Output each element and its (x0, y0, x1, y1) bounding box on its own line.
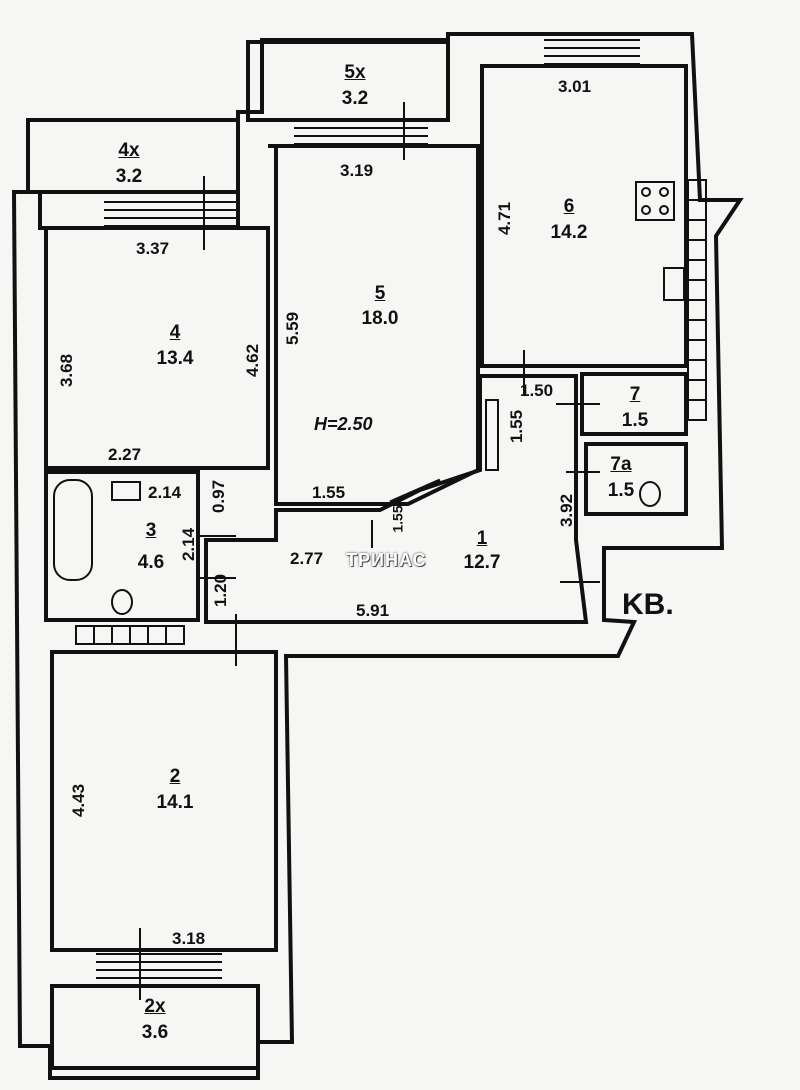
balcony-5x-number: 5x (344, 62, 366, 83)
dim-2-14-vert: 2.14 (179, 527, 199, 562)
partition (485, 399, 499, 471)
balcony-5x-area: 3.2 (341, 88, 369, 109)
dim-2-14-horiz: 2.14 (148, 483, 182, 502)
dim-3-18: 3.18 (172, 929, 206, 948)
toilet-icon (111, 589, 133, 615)
dim-3-01: 3.01 (558, 77, 592, 96)
balcony-4x-area: 3.2 (115, 166, 143, 187)
balcony-4x-outline (26, 118, 240, 194)
dim-2-77: 2.77 (290, 549, 324, 568)
dim-3-68: 3.68 (57, 353, 77, 388)
sink-icon (663, 267, 685, 301)
apartment-label: KB. (622, 588, 674, 621)
room-7-number: 7 (629, 384, 641, 405)
dim-1-55-room5: 1.55 (312, 483, 346, 502)
room-4-outline (44, 226, 270, 470)
room-2-area: 14.1 (156, 792, 194, 813)
dim-1-50: 1.50 (520, 381, 554, 400)
window-room-6 (544, 39, 640, 65)
watermark: ТРИНАС (346, 550, 427, 570)
dim-0-97: 0.97 (209, 479, 229, 514)
dim-1-55-door: 1.55 (389, 505, 406, 533)
window-room-2 (96, 953, 222, 979)
room-5-number: 5 (374, 283, 386, 304)
window-room-4 (104, 201, 236, 227)
balcony-2x-area: 3.6 (141, 1022, 169, 1043)
balcony-4x-number: 4x (118, 140, 140, 161)
room-5-outline (268, 144, 480, 506)
dim-2-27: 2.27 (108, 445, 142, 464)
bathtub-icon (53, 479, 93, 581)
room-5-area: 18.0 (361, 308, 399, 329)
dim-1-20: 1.20 (211, 573, 231, 608)
room-7-area: 1.5 (621, 410, 649, 431)
dim-5-59: 5.59 (283, 311, 303, 346)
dim-5-91: 5.91 (356, 601, 390, 620)
dim-4-71: 4.71 (495, 201, 515, 236)
balcony-2x-outline (50, 984, 260, 1070)
dim-3-37: 3.37 (136, 239, 170, 258)
room-4-number: 4 (169, 322, 181, 343)
stove-icon (635, 181, 675, 221)
bath-sink-icon (111, 481, 141, 501)
dim-4-62: 4.62 (243, 343, 263, 378)
window-room-5 (294, 119, 428, 145)
room-2-outline (50, 650, 278, 952)
room-4-area: 13.4 (156, 348, 194, 369)
dim-3-92: 3.92 (557, 493, 577, 528)
room-1-outline (204, 374, 589, 624)
room-7a-outline (584, 442, 688, 516)
dim-3-19: 3.19 (340, 161, 374, 180)
toilet-7a-icon (639, 481, 661, 507)
dim-1-55-vert: 1.55 (507, 409, 527, 444)
ceiling-height: H=2.50 (314, 414, 373, 434)
room-6-outline (480, 64, 688, 368)
room-1-number: 1 (476, 528, 488, 549)
room-3-outline (44, 470, 200, 622)
room-7a-area: 1.5 (607, 480, 635, 501)
room-6-number: 6 (563, 196, 575, 217)
outer-wall (11, 32, 744, 1080)
room-6-area: 14.2 (550, 222, 588, 243)
room-7a-number: 7a (610, 454, 632, 475)
balcony-2x-number: 2x (144, 996, 166, 1017)
room-3-number: 3 (145, 520, 157, 541)
room-3-area: 4.6 (137, 552, 165, 573)
room-2-number: 2 (169, 766, 181, 787)
dim-4-43: 4.43 (69, 783, 89, 818)
room-1-area: 12.7 (463, 552, 501, 573)
